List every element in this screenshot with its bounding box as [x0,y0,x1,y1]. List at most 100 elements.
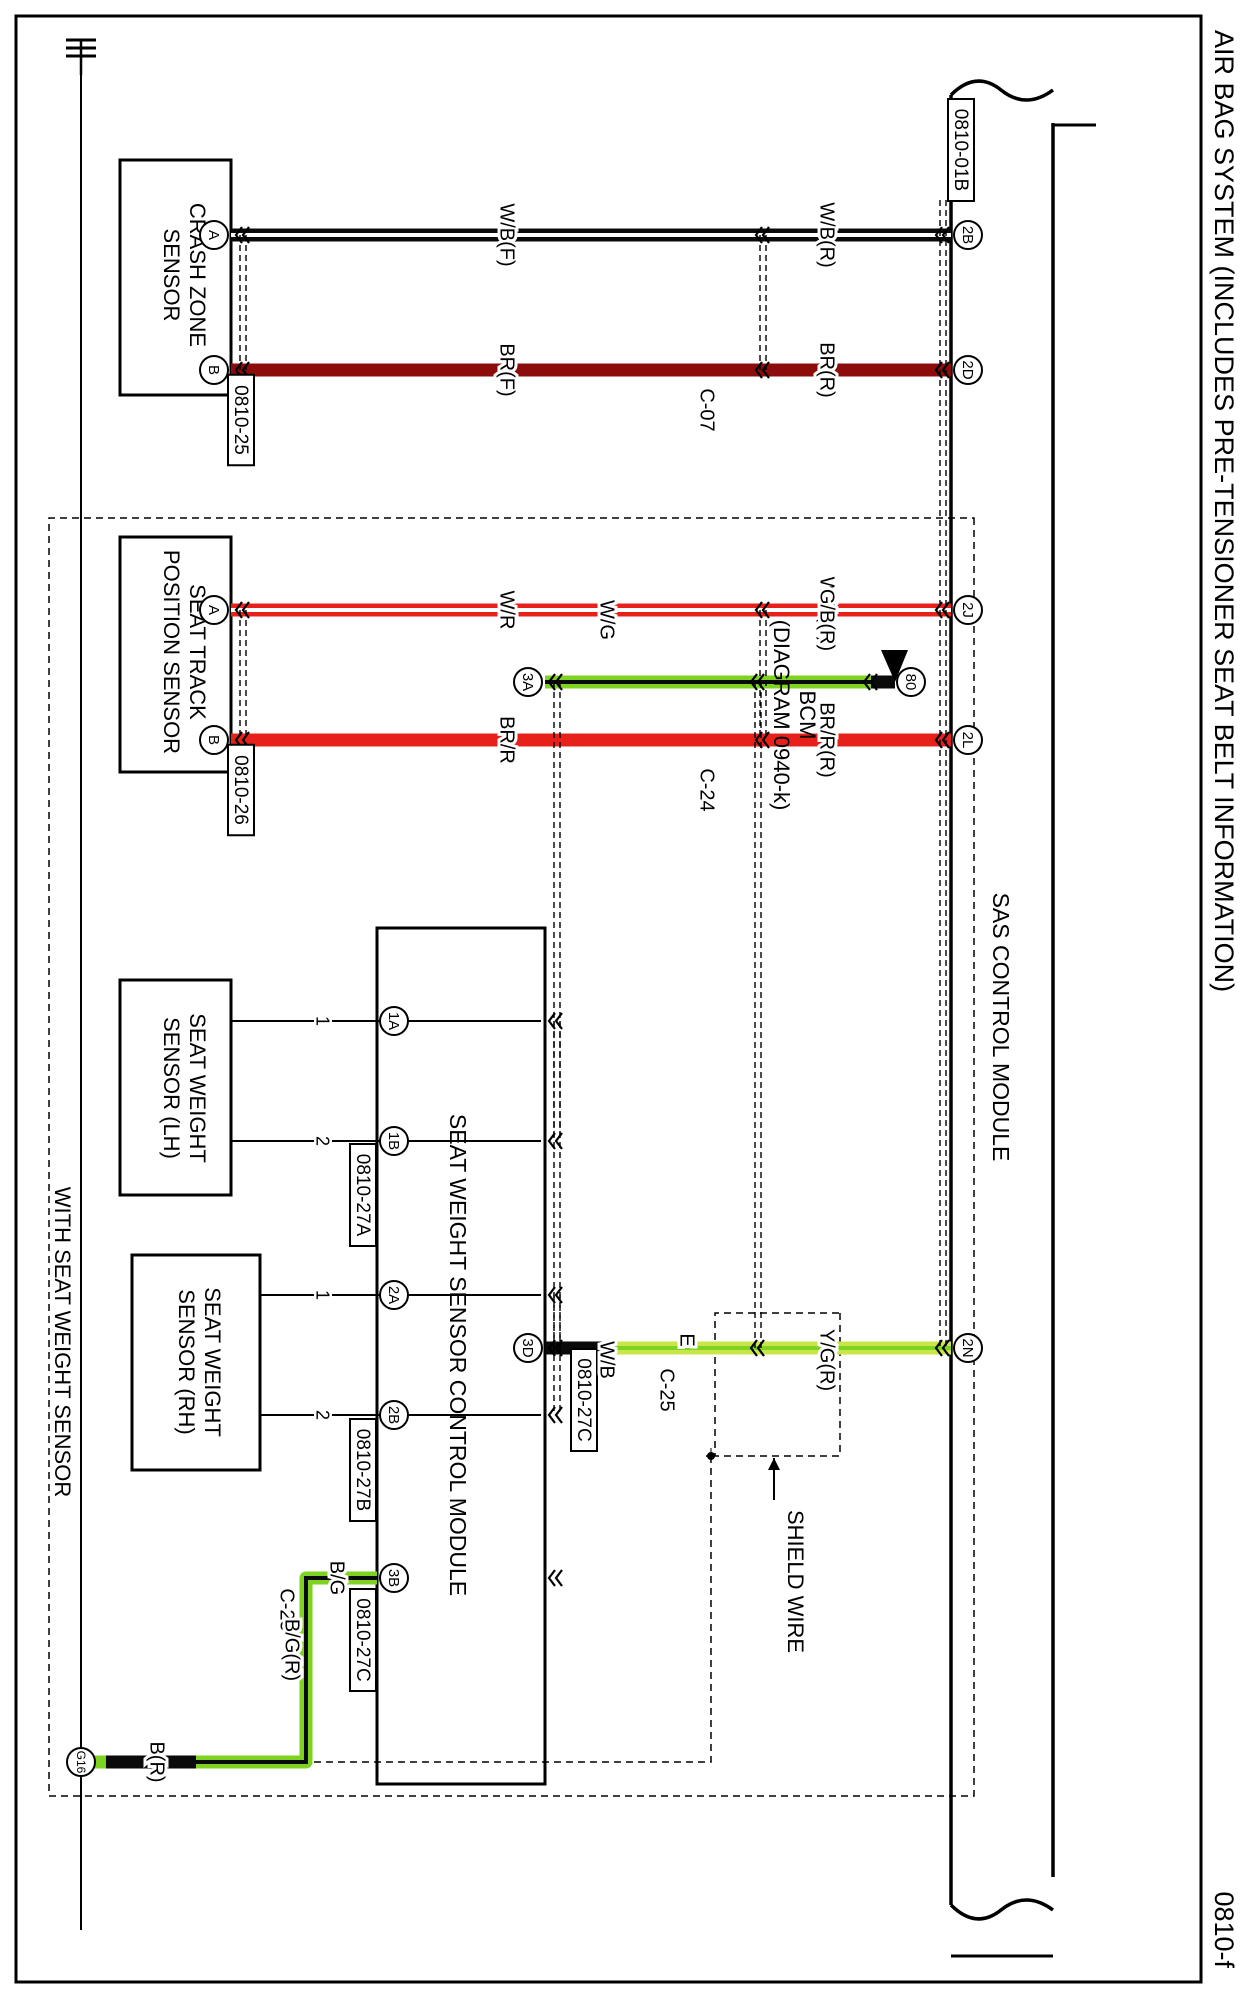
pin-1b-label: 1B [385,1132,402,1150]
ground-symbol [66,38,96,75]
stripe-ground [196,1576,377,1764]
pin-2n: 2N [953,1333,983,1363]
wire-label-brr-r: BR/R(R) [816,702,838,778]
pin-crash-b: B [199,355,229,385]
harness-dashes-layer [239,200,947,1415]
seat-track-label-2: POSITION SENSOR [159,550,184,754]
sas-module-label: SAS CONTROL MODULE [988,893,1014,1162]
wire-label-wb-f: W/B(F) [496,203,518,266]
junction-c25-top: C-25 [656,1368,678,1411]
crash-zone-sensor-box [118,158,233,397]
pin-crash-b-label: B [205,365,222,375]
wire-label-wr: W/R [496,591,518,630]
pin-2d: 2D [953,355,983,385]
pin-2l-label: 2L [959,732,976,749]
connector-chevron [547,1568,564,1588]
outer-frame [14,14,1203,1984]
wire-label-wb-r: W/B(R) [816,202,838,268]
pin-crash-a: A [199,220,229,250]
pin-2a-label: 2A [385,1286,402,1304]
pin-2l: 2L [953,725,983,755]
shield-splice-dot [707,1452,715,1460]
connector-0810-01b: 0810-01B [947,98,975,202]
seat-weight-sensor-lh-box [118,978,233,1197]
sas-module-boundary [48,517,975,1797]
bcm-label: BCM [795,691,820,740]
pin-1a-label: 1A [385,1012,402,1030]
junction-c25-bottom: C-25 [276,1588,298,1631]
connector-0810-27c-top: 0810-27C [570,1348,598,1452]
connector-chevron [547,1131,564,1151]
pin-track-b: B [199,725,229,755]
pin-2b-swscm-label: 2B [385,1406,402,1424]
pins-layer: 2B 2D 2J 2L 2N 80 A B A B 3A 3D 1A 1B 2A 2B 3B [199,220,983,1593]
rh-wire-1-number: 1 [312,1290,332,1300]
shield-wire-box [714,1312,841,1457]
connector-0810-26-text: 0810-26 [230,755,251,825]
pin-2j: 2J [953,595,983,625]
connector-0810-01b-text: 0810-01B [950,109,971,191]
connector-0810-27c-top-text: 0810-27C [573,1358,594,1441]
shield-wire-label: SHIELD WIRE [783,1510,808,1653]
connector-0810-27b-text: 0810-27B [352,1429,373,1511]
connector-0810-27c-bottom: 0810-27C [349,1588,377,1692]
pin-2n-label: 2N [959,1338,976,1357]
wire-label-br-f: BR(F) [496,343,518,396]
pin-3a-label: 3A [519,673,536,691]
wire-label-yg-r: Y/G(R) [816,1329,838,1391]
pin-2b-label: 2B [959,226,976,244]
pin-2j-label: 2J [959,602,976,618]
wire-label-wg: W/G [596,600,618,640]
ground-g16: G16 [66,1747,96,1777]
connector-chevron [547,1405,564,1425]
pin-3a: 3A [513,667,543,697]
lh-wire-2-number: 2 [312,1136,332,1146]
pin-track-a: A [199,595,229,625]
wire-label-b-r: B(R) [146,1741,168,1782]
wire-label-bg: B/G [326,1561,348,1595]
bcm-arrow [881,650,908,682]
pin-2d-label: 2D [959,360,976,379]
connector-0810-25-text: 0810-25 [230,385,251,455]
wire-label-br-r: BR(R) [816,342,838,398]
ground-g16-label: G16 [74,1751,88,1774]
shield-arrow-head [768,1458,780,1470]
sas-bus-bar [949,79,1055,1921]
pin-3d: 3D [513,1333,543,1363]
pin-3b-label: 3B [385,1569,402,1587]
connector-0810-27c-bottom-text: 0810-27C [352,1598,373,1681]
bcm-diagram-label: (DIAGRAM 0940-k) [769,620,794,811]
seat-track-sensor-box [118,535,233,774]
pin-1b: 1B [379,1126,409,1156]
seat-weight-rh-label: SEAT WEIGHT [200,1287,225,1437]
lh-wire-1-number: 1 [312,1016,332,1026]
diagram-title: AIR BAG SYSTEM (INCLUDES PRE-TENSIONER S… [1209,30,1239,992]
pin-track-b-label: B [205,735,222,745]
splice-e: E [676,1333,698,1346]
seat-weight-sensor-rh-box [130,1253,262,1472]
wire-label-wr-r: W/R(R) [816,577,838,644]
pin-80-label: 80 [902,674,919,691]
wire-ground-green [81,1571,377,1769]
pin-2b-swscm: 2B [379,1400,409,1430]
rh-wire-2-number: 2 [312,1410,332,1420]
pin-2a: 2A [379,1280,409,1310]
pin-2b: 2B [953,220,983,250]
connector-0810-27b: 0810-27B [349,1418,377,1522]
with-seat-weight-sensor-label: WITH SEAT WEIGHT SENSOR [50,1187,75,1497]
connector-0810-27a: 0810-27A [349,1143,377,1247]
wire-label-bg-r: B/G(R) [281,1619,303,1681]
seat-weight-lh-label-2: SENSOR (LH) [159,1017,184,1159]
junction-c24: C-24 [696,768,718,811]
pin-3b: 3B [379,1563,409,1593]
swscm-label: SEAT WEIGHT SENSOR CONTROL MODULE [445,1114,471,1596]
connector-0810-26: 0810-26 [227,743,255,837]
pin-3d-label: 3D [519,1338,536,1357]
connector-0810-27a-text: 0810-27A [352,1154,373,1237]
pin-1a: 1A [379,1006,409,1036]
seat-weight-lh-label: SEAT WEIGHT [185,1013,210,1163]
junction-c07: C-07 [696,388,718,431]
crash-zone-label-2: SENSOR [159,229,184,322]
